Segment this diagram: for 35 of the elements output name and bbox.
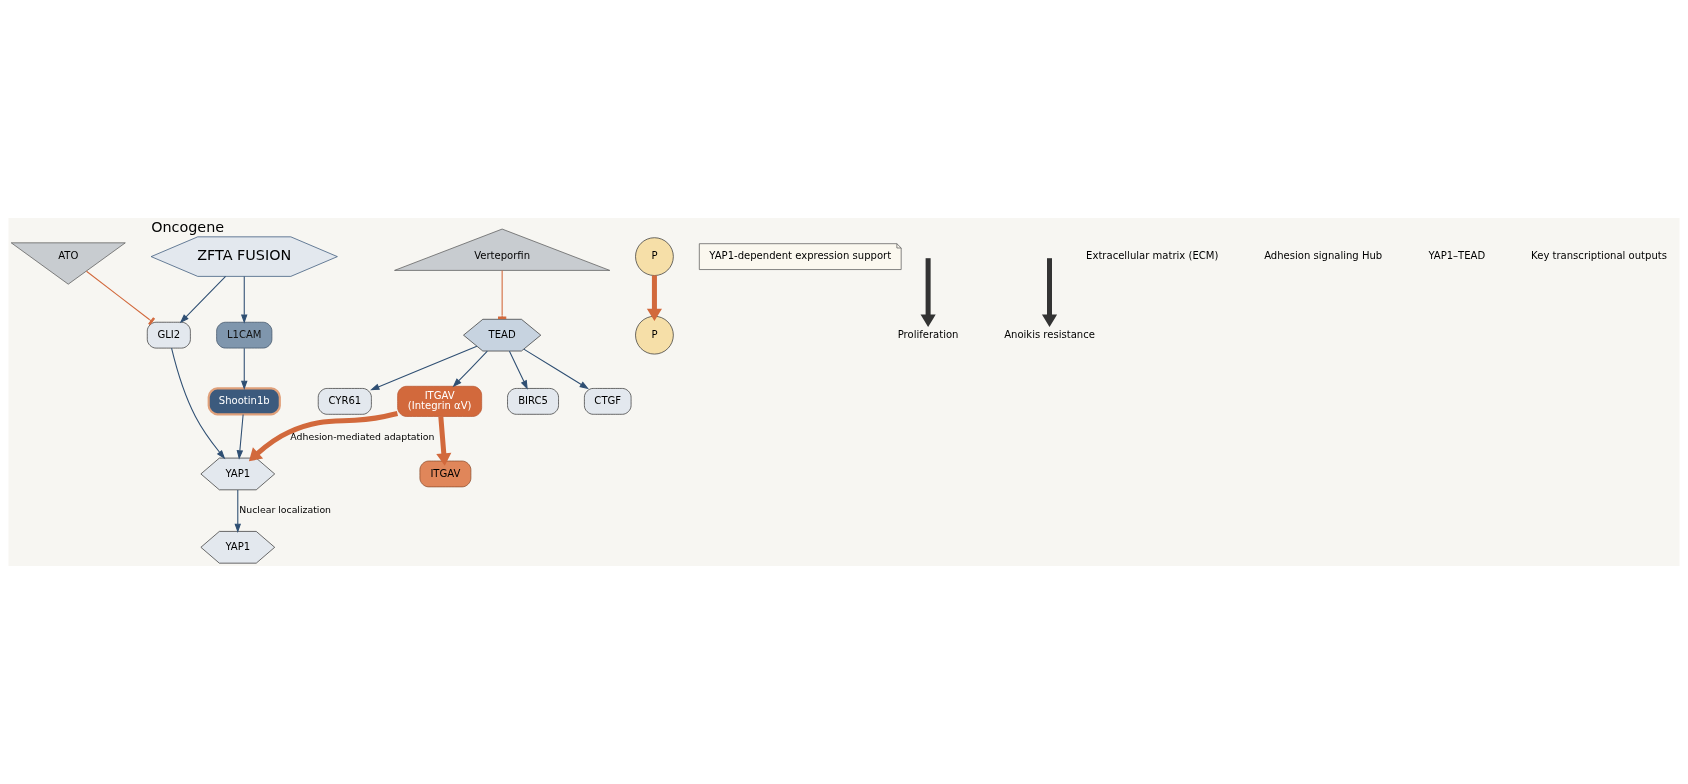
- node-box: CTGF: [584, 388, 632, 415]
- label: YAP1–TEAD: [1428, 250, 1486, 262]
- arrow: [171, 347, 226, 460]
- node-text: Proliferation: [897, 328, 959, 340]
- node-box: ITGAV (Integrin αV): [397, 385, 483, 417]
- label: Key transcriptional outputs: [1531, 250, 1667, 262]
- connector: [498, 269, 507, 320]
- node-box: BIRC5: [507, 388, 559, 415]
- arrow: [240, 275, 248, 324]
- edge-label: Adhesion-mediated adaptation: [290, 430, 435, 442]
- node-box: ITGAV: [419, 460, 472, 488]
- arrow: [234, 489, 242, 533]
- label: Adhesion signaling Hub: [1264, 250, 1383, 262]
- arrow: [370, 345, 478, 391]
- node-box: Shootin1b: [207, 387, 281, 416]
- node-box: L1CAM: [216, 321, 273, 349]
- node-circle: P: [635, 315, 674, 355]
- arrow: [508, 350, 528, 390]
- arrow: [248, 411, 399, 462]
- arrow: [236, 413, 244, 460]
- edge-label: Nuclear localization: [239, 504, 332, 516]
- arrow: [920, 258, 936, 327]
- node-box: CYR61: [317, 388, 372, 415]
- connector: [85, 270, 156, 326]
- arrow: [523, 348, 589, 390]
- node-circle: P: [635, 237, 674, 276]
- arrow: [436, 416, 452, 466]
- arrow: [452, 350, 488, 388]
- arrow: [179, 275, 227, 324]
- node-label: Oncogene: [151, 219, 225, 236]
- node-text: Anoikis resistance: [1004, 328, 1095, 340]
- arrow: [646, 275, 662, 322]
- label: Extracellular matrix (ECM): [1086, 250, 1219, 262]
- arrow: [1041, 258, 1058, 327]
- arrow: [240, 347, 248, 391]
